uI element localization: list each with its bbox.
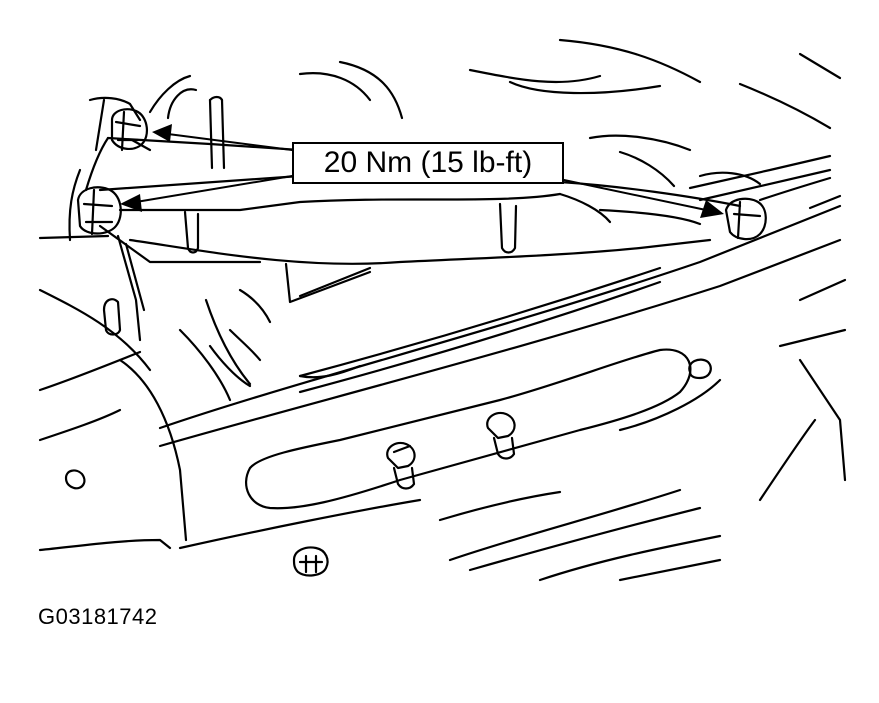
torque-spec-text: 20 Nm (15 lb-ft) xyxy=(323,146,533,179)
lower-plate xyxy=(178,348,847,582)
middle-bracket xyxy=(208,262,372,388)
plate-bolt-2 xyxy=(486,411,516,460)
bolt-lower-left xyxy=(76,186,122,236)
left-lower-section xyxy=(38,288,252,552)
plate-bolt-1 xyxy=(386,441,416,490)
figure-id-label: G03181742 xyxy=(38,604,158,629)
bracket-rail xyxy=(98,136,832,265)
arrowheads xyxy=(120,124,724,218)
bolt-upper-left xyxy=(110,108,148,152)
bolt-right xyxy=(724,197,767,241)
torque-callout-box: 20 Nm (15 lb-ft) xyxy=(292,142,564,184)
leader-lines xyxy=(135,133,707,211)
long-beam xyxy=(158,194,847,448)
background-linework xyxy=(148,38,842,188)
grommet xyxy=(292,546,329,577)
left-mount xyxy=(38,96,152,342)
